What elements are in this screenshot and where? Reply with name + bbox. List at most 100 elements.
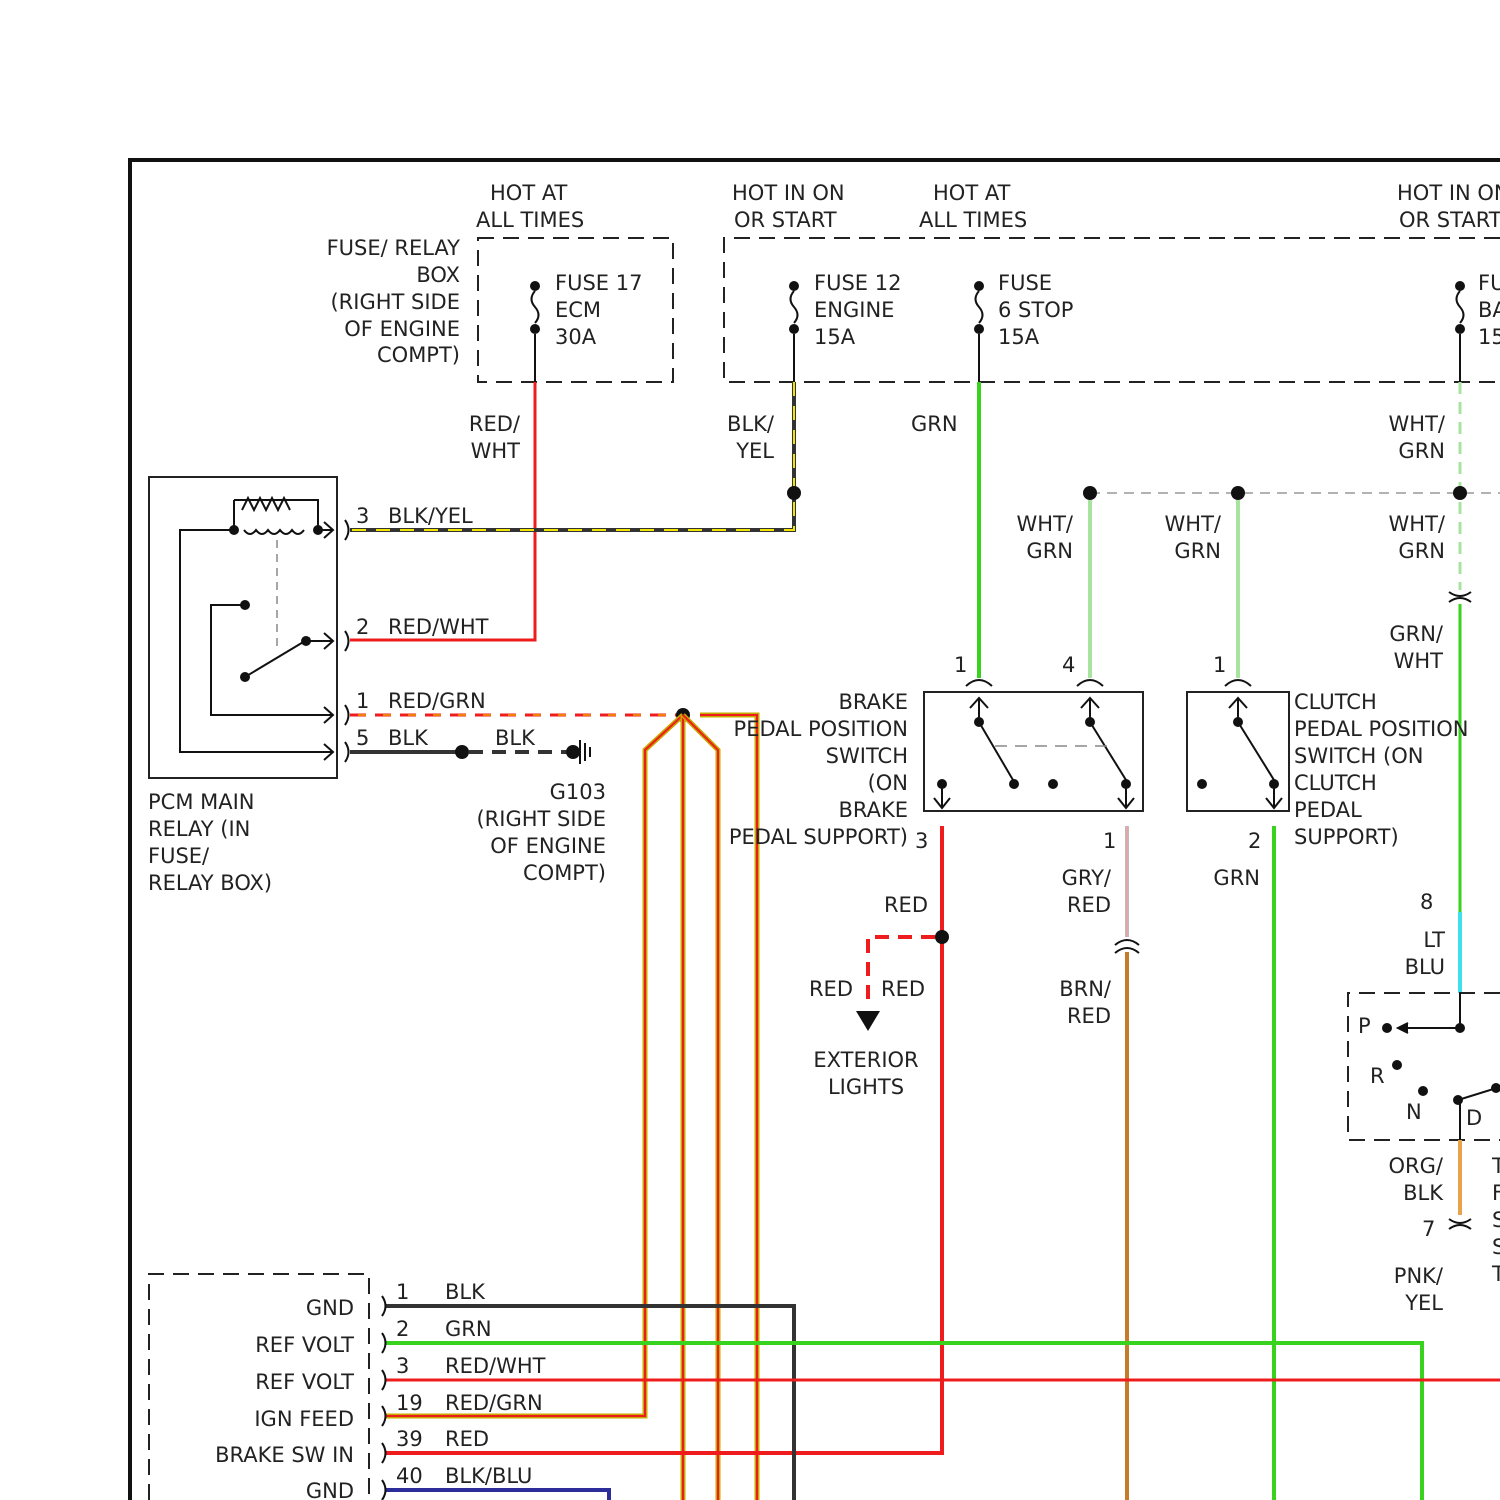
- svg-text:G103: G103: [550, 780, 606, 804]
- fuse-back-symbol: [1455, 281, 1465, 382]
- fuse-12-label: FUSE 12 ENGINE 15A: [814, 271, 901, 349]
- svg-text:SWITCH (ON: SWITCH (ON: [1294, 744, 1423, 768]
- clutch-pin-1: 1: [1213, 653, 1226, 677]
- svg-text:FUSE: FUSE: [998, 271, 1052, 295]
- fuse-6-label: FUSE 6 STOP 15A: [998, 271, 1073, 349]
- svg-text:F: F: [1492, 1181, 1500, 1205]
- svg-text:(ON: (ON: [868, 771, 908, 795]
- pcm-main-relay-label: PCM MAIN RELAY (IN FUSE/ RELAY BOX): [148, 790, 272, 895]
- svg-text:RED/GRN: RED/GRN: [445, 1391, 543, 1415]
- wire-label-wht-grn-a: WHT/ GRN: [1017, 512, 1074, 563]
- hot-in-on-or-start-label-1: HOT IN ON OR START: [732, 181, 845, 232]
- svg-text:BA: BA: [1478, 298, 1500, 322]
- svg-text:S: S: [1492, 1208, 1500, 1232]
- svg-text:T: T: [1491, 1262, 1500, 1286]
- svg-text:GRN/: GRN/: [1389, 622, 1444, 646]
- svg-text:PEDAL: PEDAL: [1294, 798, 1362, 822]
- svg-text:RED: RED: [1067, 1004, 1111, 1028]
- tr-position-n: N: [1406, 1100, 1422, 1124]
- svg-text:GRN: GRN: [1398, 539, 1445, 563]
- svg-text:FUSE 12: FUSE 12: [814, 271, 901, 295]
- fuse-17-symbol: [530, 281, 540, 382]
- tr-position-d: D: [1466, 1106, 1482, 1130]
- svg-text:ENGINE: ENGINE: [814, 298, 894, 322]
- svg-text:BLK: BLK: [1403, 1181, 1444, 1205]
- svg-text:BRAKE SW IN: BRAKE SW IN: [215, 1443, 354, 1467]
- clutch-switch-contact-dots: [1197, 717, 1279, 789]
- wire-label-blk-yel-vertical: BLK/ YEL: [727, 412, 775, 463]
- brake-pin-1: 1: [954, 653, 967, 677]
- pcm-row-4: BRAKE SW IN 39 RED: [215, 1427, 489, 1467]
- svg-text:FU: FU: [1478, 271, 1500, 295]
- wire-label-lt-blu: LT BLU: [1405, 928, 1446, 979]
- brake-pin-1-bottom: 1: [1103, 829, 1116, 853]
- fuse-17-label: FUSE 17 ECM 30A: [555, 271, 642, 349]
- svg-text:RELAY (IN: RELAY (IN: [148, 817, 250, 841]
- brake-pin-3: 3: [915, 829, 928, 853]
- svg-text:5: 5: [356, 726, 369, 750]
- svg-text:2: 2: [396, 1317, 409, 1341]
- wire-label-relay-pin3: BLK/YEL: [388, 504, 473, 528]
- svg-text:2: 2: [356, 615, 369, 639]
- pcm-connector-terminals: [382, 1296, 386, 1500]
- wire-label-red-brake: RED: [884, 893, 928, 917]
- svg-text:ALL TIMES: ALL TIMES: [476, 208, 584, 232]
- svg-text:GRN: GRN: [1026, 539, 1073, 563]
- svg-text:BLK/: BLK/: [727, 412, 775, 436]
- hot-in-on-or-start-label-2: HOT IN ON OR START: [1397, 181, 1500, 232]
- clutch-switch-label: CLUTCH PEDAL POSITION SWITCH (ON CLUTCH …: [1294, 690, 1468, 849]
- fuse-relay-box-label: FUSE/ RELAY BOX (RIGHT SIDE OF ENGINE CO…: [327, 236, 461, 367]
- svg-text:BRAKE: BRAKE: [838, 690, 908, 714]
- inline-connector-grn-wht: [1449, 592, 1471, 602]
- svg-text:30A: 30A: [555, 325, 597, 349]
- svg-text:EXTERIOR: EXTERIOR: [813, 1048, 918, 1072]
- inline-connector-brn-red: [1115, 940, 1139, 953]
- svg-text:40: 40: [396, 1464, 423, 1488]
- wire-label-wht-grn-c: WHT/ GRN: [1389, 512, 1446, 563]
- svg-text:WHT/: WHT/: [1389, 412, 1446, 436]
- fuse-6-symbol: [974, 281, 984, 382]
- pcm-row-0: GND 1 BLK: [306, 1280, 486, 1320]
- wire-label-brn-red: BRN/ RED: [1059, 977, 1112, 1028]
- svg-text:(RIGHT SIDE: (RIGHT SIDE: [330, 290, 460, 314]
- svg-text:GND: GND: [306, 1479, 354, 1500]
- relay-pin-numbers: 3 2 1 5: [356, 504, 369, 750]
- svg-text:GRN: GRN: [1398, 439, 1445, 463]
- brake-switch-box: [924, 692, 1143, 811]
- splice-1: [1083, 486, 1097, 500]
- splice-2: [1231, 486, 1245, 500]
- inline-connector-pnk-yel: [1449, 1219, 1471, 1229]
- wire-label-red-right: RED: [881, 977, 925, 1001]
- svg-text:RED: RED: [445, 1427, 489, 1451]
- wire-label-red-left: RED: [809, 977, 853, 1001]
- g103-label: G103 (RIGHT SIDE OF ENGINE COMPT): [476, 780, 606, 885]
- svg-text:PEDAL POSITION: PEDAL POSITION: [1294, 717, 1468, 741]
- tr-switch-label-partial: T F S S T: [1491, 1154, 1500, 1286]
- wire-label-relay-pin5: BLK: [388, 726, 429, 750]
- svg-text:OR START: OR START: [1399, 208, 1500, 232]
- svg-text:OF ENGINE: OF ENGINE: [490, 834, 606, 858]
- splice-red-brake: [935, 930, 949, 944]
- svg-text:COMPT): COMPT): [377, 343, 460, 367]
- svg-text:LT: LT: [1423, 928, 1445, 952]
- tr-pin-8: 8: [1420, 890, 1433, 914]
- svg-text:6 STOP: 6 STOP: [998, 298, 1073, 322]
- svg-text:1: 1: [396, 1280, 409, 1304]
- fuse-back-label: FU BA 15: [1478, 271, 1500, 349]
- wire-label-org-blk: ORG/ BLK: [1389, 1154, 1445, 1205]
- svg-text:BLK/BLU: BLK/BLU: [445, 1464, 532, 1488]
- svg-text:15A: 15A: [998, 325, 1040, 349]
- wire-label-pnk-yel: PNK/ YEL: [1394, 1264, 1444, 1315]
- svg-text:RED/WHT: RED/WHT: [445, 1354, 546, 1378]
- svg-text:PEDAL POSITION: PEDAL POSITION: [734, 717, 908, 741]
- pcm-row-2: REF VOLT 3 RED/WHT: [255, 1354, 545, 1394]
- wire-label-relay-pin1: RED/GRN: [388, 689, 486, 713]
- relay-switch: [211, 600, 332, 715]
- svg-text:WHT/: WHT/: [1389, 512, 1446, 536]
- svg-text:(RIGHT SIDE: (RIGHT SIDE: [476, 807, 606, 831]
- splice-blk: [455, 745, 469, 759]
- tr-pin-7: 7: [1422, 1217, 1435, 1241]
- svg-text:RELAY BOX): RELAY BOX): [148, 871, 272, 895]
- svg-text:GRN: GRN: [445, 1317, 492, 1341]
- svg-text:BLU: BLU: [1405, 955, 1445, 979]
